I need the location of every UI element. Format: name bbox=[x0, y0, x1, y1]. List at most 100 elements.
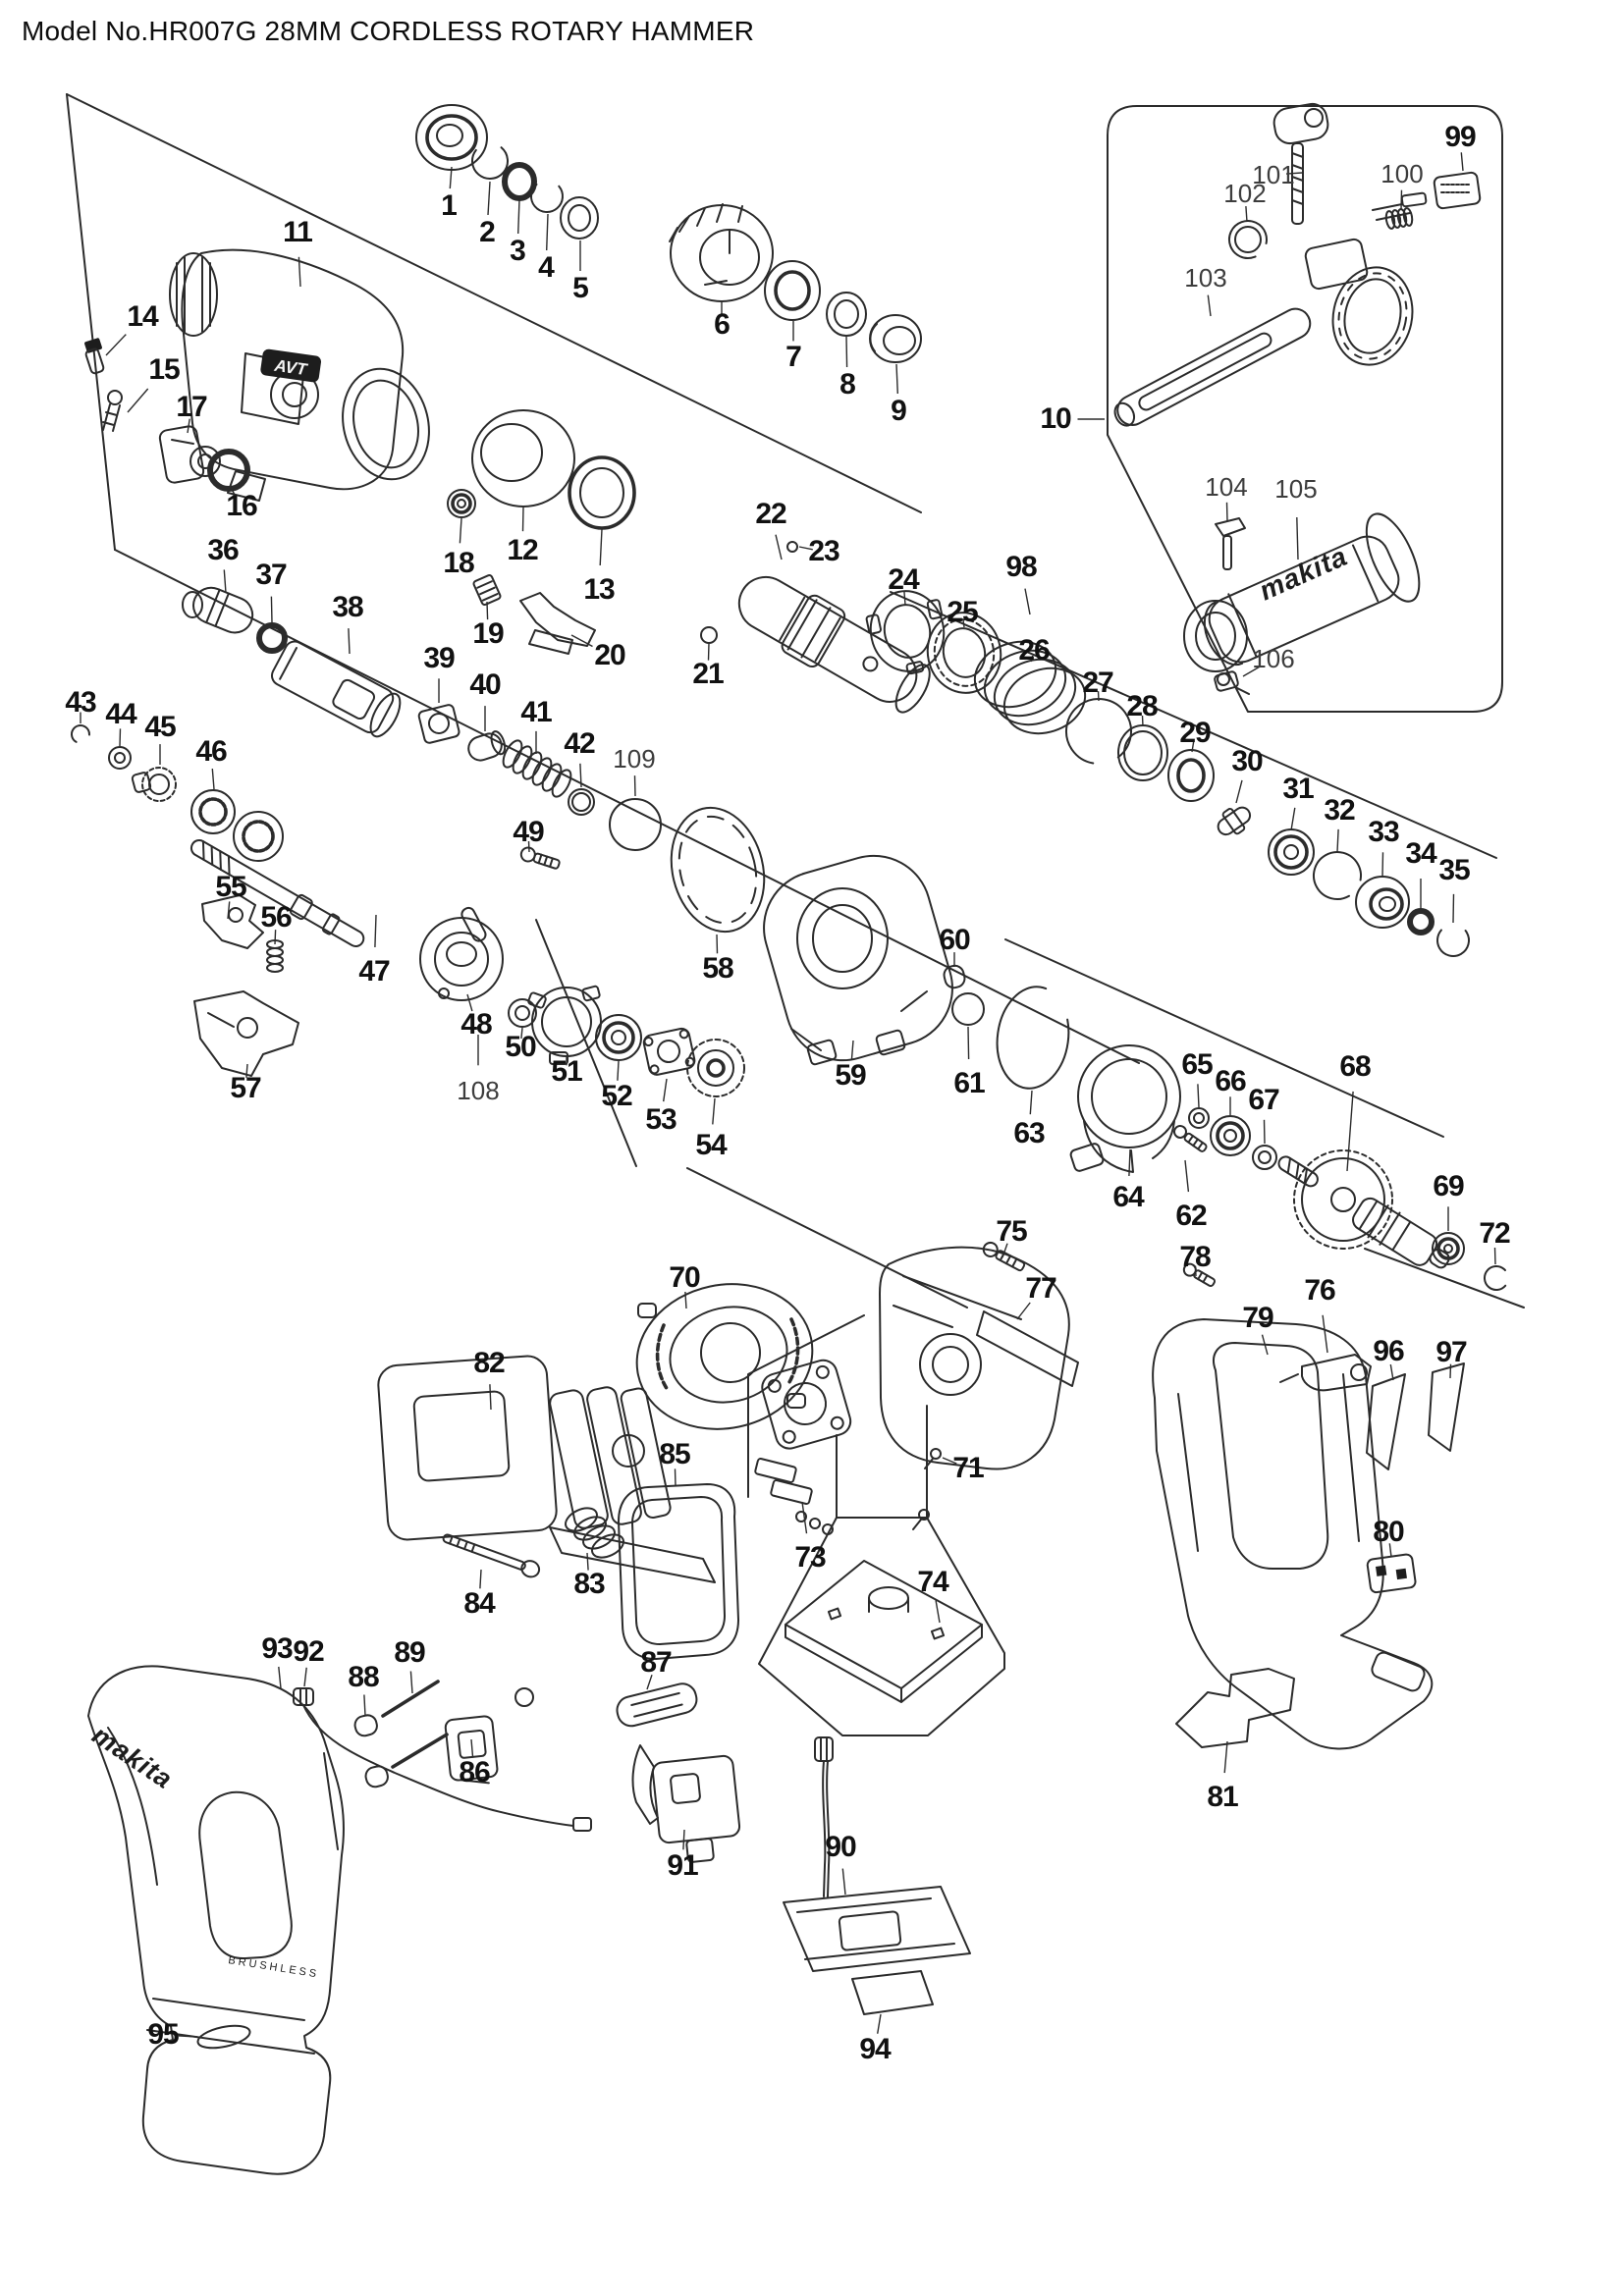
part-label-92: 92 bbox=[293, 1635, 324, 1668]
part-label-77: 77 bbox=[1025, 1272, 1056, 1305]
barrel-parts-12-13 bbox=[471, 409, 636, 530]
part-label-31: 31 bbox=[1282, 773, 1314, 805]
part-label-80: 80 bbox=[1373, 1516, 1404, 1548]
part-label-4: 4 bbox=[538, 251, 555, 284]
part-label-37: 37 bbox=[255, 559, 287, 591]
part-label-88: 88 bbox=[348, 1661, 379, 1693]
part-label-47: 47 bbox=[358, 955, 390, 988]
part-label-16: 16 bbox=[226, 490, 257, 522]
part-label-86: 86 bbox=[459, 1756, 490, 1789]
part-label-75: 75 bbox=[996, 1215, 1027, 1248]
part-label-102: 102 bbox=[1223, 179, 1267, 208]
part-label-21: 21 bbox=[692, 658, 724, 690]
part-label-55: 55 bbox=[215, 871, 246, 903]
part-label-63: 63 bbox=[1013, 1117, 1045, 1149]
part-label-17: 17 bbox=[176, 391, 207, 423]
part-label-66: 66 bbox=[1215, 1065, 1246, 1097]
part-label-91: 91 bbox=[667, 1849, 698, 1882]
part-label-10: 10 bbox=[1040, 402, 1071, 435]
chuck-cover-6 bbox=[669, 203, 774, 302]
part-label-53: 53 bbox=[645, 1103, 677, 1136]
part-label-54: 54 bbox=[695, 1129, 727, 1161]
side-handle-group-box bbox=[1107, 105, 1503, 713]
part-label-100: 100 bbox=[1380, 159, 1424, 188]
part-label-89: 89 bbox=[394, 1636, 425, 1669]
part-label-95: 95 bbox=[147, 2018, 179, 2051]
stator bbox=[635, 1283, 814, 1430]
tool-holder-spindle bbox=[737, 575, 931, 714]
part-label-70: 70 bbox=[669, 1261, 700, 1294]
plate-80 bbox=[1366, 1553, 1417, 1594]
part-label-106: 106 bbox=[1252, 644, 1295, 673]
part-label-79: 79 bbox=[1242, 1302, 1273, 1334]
part-label-82: 82 bbox=[473, 1347, 505, 1379]
part-label-61: 61 bbox=[953, 1067, 985, 1099]
part-label-3: 3 bbox=[510, 235, 526, 267]
part-label-64: 64 bbox=[1112, 1181, 1144, 1213]
part-label-49: 49 bbox=[513, 816, 544, 848]
ring-stack-24-29 bbox=[865, 590, 1215, 802]
part-label-73: 73 bbox=[794, 1541, 826, 1574]
part-label-34: 34 bbox=[1405, 837, 1436, 870]
part-label-40: 40 bbox=[469, 668, 501, 701]
part-label-19: 19 bbox=[472, 617, 504, 650]
part-label-84: 84 bbox=[463, 1587, 495, 1620]
part-label-9: 9 bbox=[891, 395, 907, 427]
gasket-85 bbox=[618, 1483, 739, 1660]
countershaft-gear-parts bbox=[189, 839, 745, 1097]
o-ring-58 bbox=[670, 806, 766, 934]
part-label-6: 6 bbox=[714, 308, 731, 341]
part-label-56: 56 bbox=[260, 901, 292, 934]
part-label-2: 2 bbox=[479, 216, 496, 248]
part-label-46: 46 bbox=[195, 735, 227, 768]
part-label-18: 18 bbox=[443, 547, 474, 579]
part-label-71: 71 bbox=[952, 1452, 984, 1484]
part-label-27: 27 bbox=[1082, 667, 1113, 699]
part-label-103: 103 bbox=[1184, 263, 1227, 293]
change-lever-parts-55-57 bbox=[193, 894, 299, 1077]
part-label-25: 25 bbox=[947, 596, 978, 628]
part-label-68: 68 bbox=[1339, 1050, 1371, 1083]
part-label-26: 26 bbox=[1018, 634, 1050, 667]
bracket-81 bbox=[1175, 1668, 1295, 1748]
part-label-74: 74 bbox=[917, 1566, 948, 1598]
part-label-28: 28 bbox=[1126, 690, 1158, 722]
part-label-65: 65 bbox=[1181, 1048, 1213, 1081]
inner-housing-77 bbox=[879, 1246, 1079, 1470]
part-label-90: 90 bbox=[825, 1831, 856, 1863]
part-label-108: 108 bbox=[457, 1076, 500, 1105]
part-label-98: 98 bbox=[1005, 551, 1037, 583]
part-label-83: 83 bbox=[573, 1568, 605, 1600]
part-label-59: 59 bbox=[835, 1059, 866, 1092]
part-label-101: 101 bbox=[1252, 160, 1295, 189]
page-title: Model No.HR007G 28MM CORDLESS ROTARY HAM… bbox=[22, 16, 755, 46]
insulation-plate-73 bbox=[754, 1359, 942, 1535]
part-label-105: 105 bbox=[1274, 474, 1318, 504]
part-label-20: 20 bbox=[594, 639, 625, 671]
part-label-8: 8 bbox=[839, 368, 856, 400]
avt-badge: AVT bbox=[260, 348, 322, 383]
controller-74 bbox=[758, 1517, 1005, 1736]
part-label-1: 1 bbox=[441, 189, 458, 222]
part-label-24: 24 bbox=[888, 563, 919, 596]
part-label-81: 81 bbox=[1207, 1781, 1238, 1813]
part-label-42: 42 bbox=[564, 727, 595, 760]
part-label-36: 36 bbox=[207, 534, 239, 566]
part-label-29: 29 bbox=[1179, 717, 1211, 749]
part-label-12: 12 bbox=[507, 534, 538, 566]
wire-unit-90 bbox=[783, 1736, 971, 2015]
part-label-43: 43 bbox=[65, 686, 96, 719]
part-label-85: 85 bbox=[659, 1438, 690, 1470]
part-label-78: 78 bbox=[1179, 1241, 1211, 1273]
film-96 bbox=[1366, 1373, 1406, 1470]
chuck-rings-7-9 bbox=[764, 260, 922, 363]
part-label-14: 14 bbox=[127, 300, 158, 333]
part-label-33: 33 bbox=[1368, 816, 1399, 848]
part-label-58: 58 bbox=[702, 952, 733, 985]
part-label-51: 51 bbox=[551, 1055, 582, 1088]
part-label-69: 69 bbox=[1433, 1170, 1464, 1202]
gear-housing: AVT bbox=[169, 248, 430, 502]
